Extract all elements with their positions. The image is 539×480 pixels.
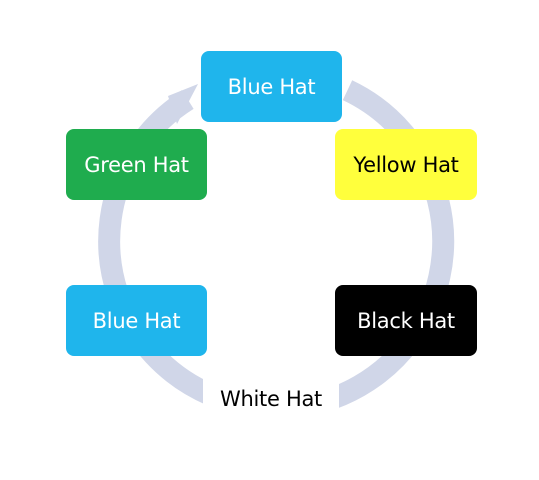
node-green-hat: Green Hat [66,129,207,200]
cycle-arrowhead [168,84,198,124]
node-label: Green Hat [84,152,189,177]
node-label: White Hat [220,387,322,411]
node-yellow-hat: Yellow Hat [335,129,477,200]
node-black-hat: Black Hat [335,285,477,356]
node-label: Blue Hat [227,74,316,99]
node-white-hat: White Hat [203,377,339,421]
node-label: Blue Hat [92,308,181,333]
node-blue-hat-top: Blue Hat [201,51,342,122]
node-blue-hat-bottom: Blue Hat [66,285,207,356]
node-label: Yellow Hat [353,152,459,177]
node-label: Black Hat [357,308,455,333]
